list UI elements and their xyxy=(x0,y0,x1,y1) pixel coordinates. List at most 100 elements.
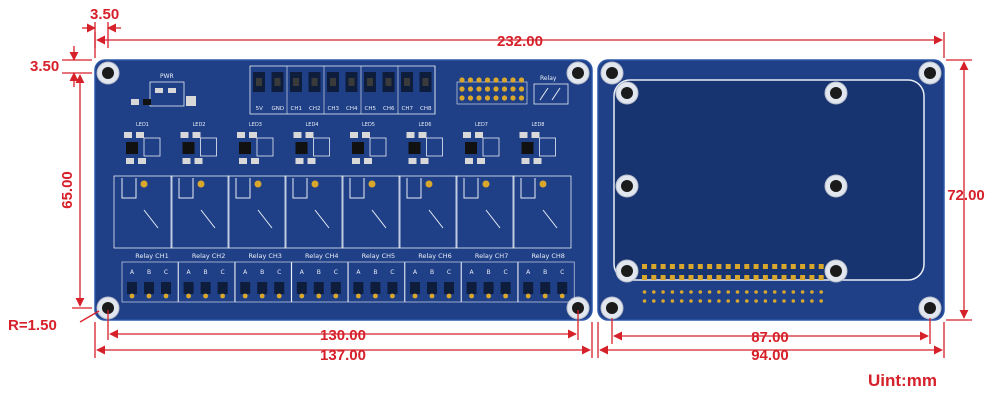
terminal-pad xyxy=(129,293,135,299)
terminal-pin-label: C xyxy=(334,269,338,276)
relay-pad xyxy=(254,180,262,188)
gpio-via xyxy=(679,290,684,294)
terminal-label: GND xyxy=(271,106,284,112)
terminal-pin-label: B xyxy=(430,269,434,276)
mounting-hole xyxy=(918,296,942,320)
mounting-hole-center xyxy=(621,180,633,192)
driver-chip xyxy=(182,142,195,154)
relay-outline xyxy=(341,175,401,249)
header-pin xyxy=(484,77,491,83)
optocoupler-outline xyxy=(426,137,443,157)
smd-diode xyxy=(521,158,530,164)
smd-resistor xyxy=(305,132,314,138)
terminal-pin-label: C xyxy=(390,269,394,276)
mounting-hole-center xyxy=(830,265,842,277)
led-label: LED4 xyxy=(306,122,319,128)
mounting-hole-center xyxy=(924,302,936,314)
terminal-label: 5V xyxy=(256,106,263,112)
optocoupler-outline xyxy=(256,137,274,157)
gpio-via xyxy=(735,299,740,303)
relay-switch xyxy=(257,209,273,229)
gpio-pin xyxy=(753,275,759,280)
terminal-screw xyxy=(313,282,324,294)
header-pin xyxy=(476,77,482,83)
smd-resistor xyxy=(249,132,257,138)
terminal-pad xyxy=(259,293,265,299)
mounting-hole xyxy=(566,61,590,85)
mounting-hole-center xyxy=(830,180,842,192)
header-pin xyxy=(493,77,499,83)
terminal-pin-label: A xyxy=(413,269,418,276)
gpio-via xyxy=(782,290,786,294)
mounting-hole xyxy=(824,81,848,105)
terminal-screw xyxy=(410,282,420,294)
smd-diode xyxy=(533,158,542,164)
mount-holes-right xyxy=(600,61,942,320)
gpio-via xyxy=(772,290,777,294)
terminal-screw xyxy=(200,282,211,294)
gpio-pin xyxy=(744,264,750,269)
gpio-pin xyxy=(762,264,768,269)
mounting-hole-center xyxy=(102,302,114,314)
terminal-screw-head xyxy=(348,78,355,86)
gpio-via xyxy=(689,299,693,303)
mounting-hole xyxy=(600,61,624,85)
dim-right-hole-spacing: 87.00 xyxy=(751,329,789,346)
mounting-hole xyxy=(824,174,848,198)
relay-channel-label: Relay CH2 xyxy=(192,252,226,260)
terminal-screw xyxy=(183,282,194,294)
gpio-pin xyxy=(660,275,666,280)
gpio-pin xyxy=(781,275,787,280)
relay-outline xyxy=(455,175,515,249)
mounting-hole-center xyxy=(830,87,842,99)
terminal-pad xyxy=(525,293,531,299)
smd-diode xyxy=(194,158,203,164)
relay-channel-label: Relay CH4 xyxy=(305,252,339,260)
terminal-pin-label: B xyxy=(147,269,151,276)
gpio-via xyxy=(652,290,656,294)
terminal-screw xyxy=(217,282,228,294)
gpio-via xyxy=(707,290,712,294)
optocoupler-outline xyxy=(143,137,161,157)
gpio-pin xyxy=(716,275,722,280)
terminal-screw xyxy=(353,282,364,294)
terminal-group xyxy=(291,261,349,303)
terminal-screw xyxy=(466,282,477,294)
gpio-via xyxy=(726,290,730,294)
mounting-hole xyxy=(615,174,639,198)
smd-resistor xyxy=(136,132,144,138)
mounting-hole xyxy=(96,61,120,85)
terminal-pad xyxy=(186,293,192,299)
relay-pad xyxy=(368,180,376,188)
mounting-hole xyxy=(566,296,590,320)
gpio-via xyxy=(791,290,796,294)
gpio-via xyxy=(745,299,749,303)
pwr-indicator: PWR xyxy=(131,73,196,107)
terminal-screw xyxy=(500,282,511,294)
terminal-pad xyxy=(242,293,248,299)
optocoupler-outline xyxy=(313,137,330,157)
gpio-pin xyxy=(688,275,694,280)
relay-coil-trace xyxy=(349,178,365,199)
terminal-screw xyxy=(444,282,454,294)
relay-board-right xyxy=(597,59,945,321)
dim-left-width: 137.00 xyxy=(320,347,366,364)
terminal-pin-label: A xyxy=(356,269,361,276)
header-pin xyxy=(510,86,516,92)
led-label: LED6 xyxy=(419,122,432,128)
terminal-screw-head xyxy=(422,78,429,86)
terminal-pad xyxy=(469,293,474,299)
mounting-hole-center xyxy=(102,67,114,79)
terminal-pad xyxy=(163,293,169,299)
gpio-pin xyxy=(651,264,657,269)
relay-pad xyxy=(197,180,205,188)
gpio-via xyxy=(698,299,703,303)
gpio-pin xyxy=(651,275,657,280)
gpio-via xyxy=(791,299,796,303)
smd-diode xyxy=(465,158,473,164)
relay-switch xyxy=(485,209,501,229)
mounting-hole xyxy=(824,259,848,283)
terminal-screw xyxy=(540,282,551,294)
terminal-pad xyxy=(412,293,418,299)
gpio-pin xyxy=(669,264,675,269)
